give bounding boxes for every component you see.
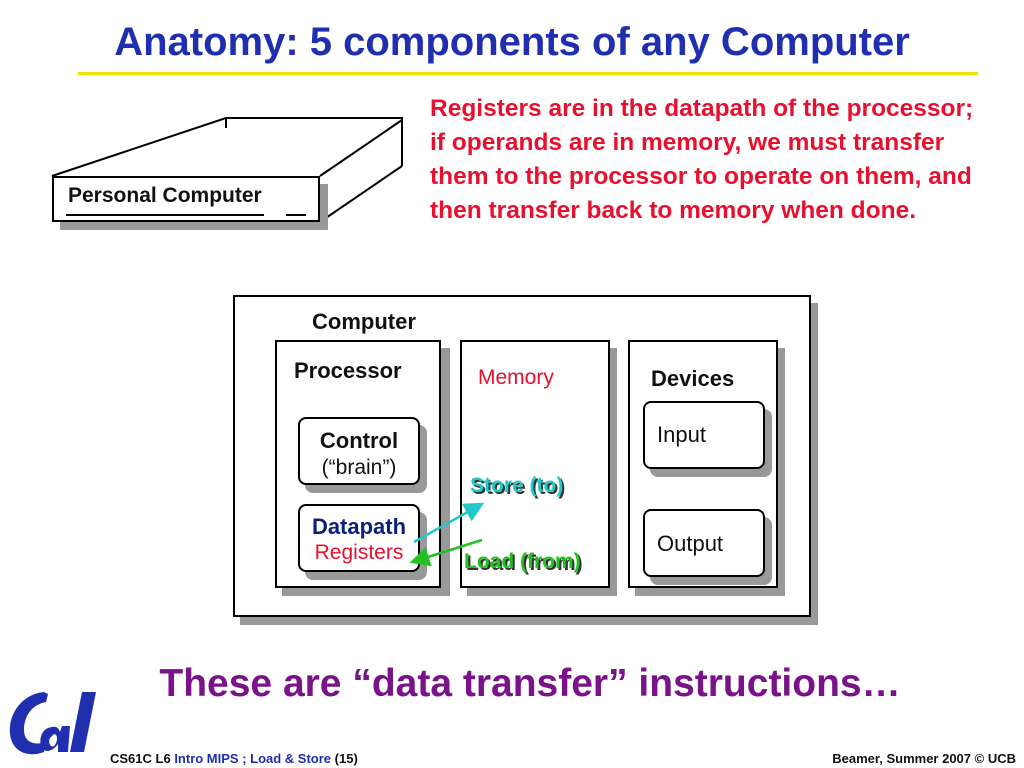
processor-label: Processor: [294, 358, 402, 383]
store-arrow: [413, 502, 485, 544]
footer-credit: Beamer, Summer 2007 © UCB: [832, 751, 1016, 766]
cal-logo: [9, 692, 96, 755]
control-box: [298, 417, 420, 485]
pc-slot-button: [286, 214, 306, 216]
personal-computer-label: Personal Computer: [52, 176, 320, 222]
registers-note: Registers are in the datapath of the pro…: [430, 95, 974, 224]
pc-slot-line: [66, 214, 264, 216]
transfer-labels: Store (to) Store (to) Load (from) Load (…: [464, 474, 583, 575]
footer-page: (15): [331, 751, 358, 766]
control-label: Control: [319, 428, 399, 453]
footer-topic: Intro MIPS ; Load & Store: [174, 751, 332, 766]
input-label: Input: [657, 422, 706, 447]
transfer-arrows: [409, 502, 485, 567]
store-label: Store (to): [470, 474, 563, 497]
footer-course: CS61C L6: [110, 751, 175, 766]
brain-label: (“brain”): [321, 456, 397, 479]
devices-label: Devices: [651, 366, 735, 391]
data-transfer-text: These are “data transfer” instructions…: [159, 662, 901, 705]
registers-label: Registers: [314, 541, 404, 564]
output-box: [643, 509, 765, 577]
computer-label: Computer: [312, 309, 416, 334]
datapath-label: Datapath: [311, 514, 407, 539]
load-label: Load (from): [464, 550, 581, 573]
output-label: Output: [657, 531, 724, 556]
input-box: [643, 401, 765, 469]
store-label-shadow: Store (to): [472, 476, 565, 499]
slide-title: Anatomy: 5 components of any Computer: [114, 20, 910, 64]
memory-label: Memory: [478, 366, 554, 389]
memory-box: [460, 340, 610, 588]
pc-label-text: Personal Computer: [68, 184, 262, 207]
load-label-shadow: Load (from): [466, 552, 583, 575]
title-underline: [78, 72, 978, 75]
footer-left: CS61C L6 Intro MIPS ; Load & Store (15): [110, 751, 358, 766]
load-arrow: [409, 538, 483, 567]
